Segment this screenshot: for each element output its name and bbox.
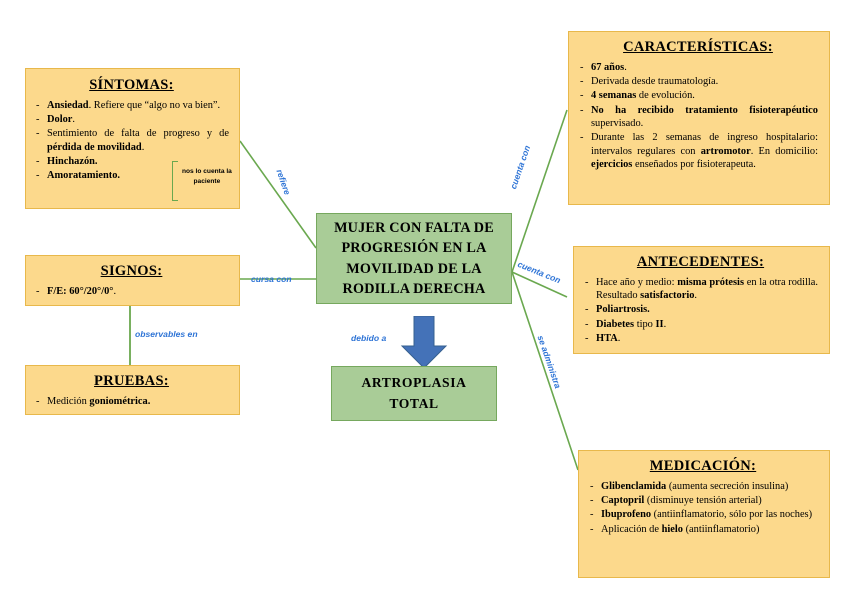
connector-label-cuenta-con-antecedentes: cuenta con — [516, 259, 563, 286]
box-medicacion: MEDICACIÓN: Glibenclamida (aumenta secre… — [578, 450, 830, 578]
sintomas-title: SÍNTOMAS: — [89, 77, 174, 93]
list-item: Aplicación de hielo (antiinflamatorio) — [588, 523, 818, 537]
down-arrow-icon — [400, 316, 448, 369]
box-antecedentes: ANTECEDENTES: Hace año y medio: misma pr… — [573, 246, 830, 354]
outcome-box: ARTROPLASIA TOTAL — [331, 366, 497, 421]
list-item: Ansiedad. Refiere que “algo no va bien”. — [34, 99, 229, 113]
list-item: Captopril (disminuye tensión arterial) — [588, 494, 818, 508]
box-sintomas: SÍNTOMAS: Ansiedad. Refiere que “algo no… — [25, 68, 240, 209]
central-concept-text: MUJER CON FALTA DE PROGRESIÓN EN LA MOVI… — [334, 220, 494, 297]
signos-title: SIGNOS: — [100, 263, 163, 279]
pruebas-title: PRUEBAS: — [94, 373, 169, 389]
list-item: Amoratamiento. — [34, 169, 229, 183]
central-concept-box: MUJER CON FALTA DE PROGRESIÓN EN LA MOVI… — [316, 213, 512, 304]
list-item: 67 años. — [578, 61, 818, 75]
list-item: Poliartrosis. — [583, 303, 818, 317]
connector-label-cursa-con: cursa con — [251, 274, 292, 284]
outcome-text: ARTROPLASIA TOTAL — [361, 375, 467, 411]
caracteristicas-title: CARACTERÍSTICAS: — [623, 39, 773, 55]
box-pruebas: PRUEBAS: Medición goniométrica. — [25, 365, 240, 415]
caracteristicas-list: 67 años.Derivada desde traumatología.4 s… — [578, 61, 818, 172]
connector-label-observables-en: observables en — [135, 329, 198, 339]
list-item: Medición goniométrica. — [34, 395, 229, 409]
sintomas-list: Ansiedad. Refiere que “algo no va bien”.… — [34, 99, 229, 183]
list-item: Dolor. — [34, 113, 229, 127]
list-item: Diabetes tipo II. — [583, 318, 818, 332]
list-item: Sentimiento de falta de progreso y de pé… — [34, 127, 229, 154]
list-item: F/E: 60°/20°/0°. — [34, 285, 229, 299]
list-item: No ha recibido tratamiento fisioterapéut… — [578, 104, 818, 131]
list-item: HTA. — [583, 332, 818, 346]
list-item: Durante las 2 semanas de ingreso hospita… — [578, 131, 818, 171]
connector-label-cuenta-con-caracteristicas: cuenta con — [508, 144, 533, 191]
connector-label-se-administra: se administra — [535, 334, 564, 390]
bracket-icon — [172, 161, 178, 201]
list-item: Ibuprofeno (antiinflamatorio, sólo por l… — [588, 508, 818, 522]
box-caracteristicas: CARACTERÍSTICAS: 67 años.Derivada desde … — [568, 31, 830, 205]
box-signos: SIGNOS: F/E: 60°/20°/0°. — [25, 255, 240, 306]
pruebas-list: Medición goniométrica. — [34, 395, 229, 409]
list-item: Hinchazón. — [34, 155, 229, 169]
medicacion-title: MEDICACIÓN: — [649, 458, 757, 474]
list-item: Glibenclamida (aumenta secreción insulin… — [588, 480, 818, 494]
list-item: Hace año y medio: misma prótesis en la o… — [583, 276, 818, 303]
antecedentes-title: ANTECEDENTES: — [636, 254, 765, 270]
antecedentes-list: Hace año y medio: misma prótesis en la o… — [583, 276, 818, 346]
connector-label-debido-a: debido a — [351, 333, 387, 343]
list-item: Derivada desde traumatología. — [578, 75, 818, 89]
medicacion-list: Glibenclamida (aumenta secreción insulin… — [588, 480, 818, 537]
signos-list: F/E: 60°/20°/0°. — [34, 285, 229, 299]
connector-label-refiere: refiere — [274, 168, 293, 197]
list-item: 4 semanas de evolución. — [578, 89, 818, 103]
